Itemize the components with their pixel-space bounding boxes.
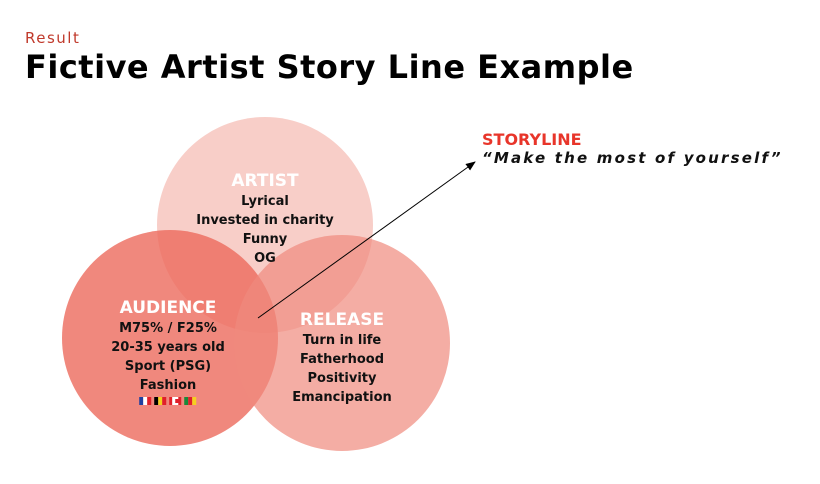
release-item: Fatherhood bbox=[299, 352, 384, 367]
flags-row bbox=[111, 397, 225, 405]
storyline-arrow bbox=[257, 161, 476, 319]
audience-item: Sport (PSG) bbox=[124, 359, 212, 374]
storyline-box: STORYLINE “Make the most of yourself” bbox=[482, 130, 783, 167]
release-label: RELEASE Turn in life Fatherhood Positivi… bbox=[292, 309, 392, 407]
artist-title: ARTIST bbox=[231, 171, 299, 191]
cameroon-flag-icon bbox=[184, 397, 197, 405]
release-circle bbox=[234, 235, 450, 451]
artist-item: Funny bbox=[242, 232, 288, 247]
release-title: RELEASE bbox=[299, 310, 385, 330]
france-flag-icon bbox=[139, 397, 152, 405]
audience-title: AUDIENCE bbox=[119, 298, 217, 318]
audience-item: 20-35 years old bbox=[111, 340, 225, 355]
audience-circle bbox=[62, 230, 278, 446]
artist-item: Lyrical bbox=[241, 194, 289, 209]
section-label: Result bbox=[25, 29, 81, 47]
release-item: Positivity bbox=[307, 371, 377, 386]
belgium-flag-icon bbox=[154, 397, 167, 405]
audience-item: M75% / F25% bbox=[119, 321, 217, 336]
release-item: Emancipation bbox=[292, 390, 392, 405]
release-item: Turn in life bbox=[302, 333, 382, 348]
audience-item: Fashion bbox=[139, 378, 197, 393]
page-title: Fictive Artist Story Line Example bbox=[25, 48, 634, 86]
storyline-title: STORYLINE bbox=[482, 130, 582, 149]
artist-item: Invested in charity bbox=[196, 213, 334, 228]
storyline-quote: “Make the most of yourself” bbox=[482, 149, 783, 167]
artist-label: ARTIST Lyrical Invested in charity Funny… bbox=[196, 170, 334, 268]
canada-flag-icon bbox=[169, 397, 182, 405]
audience-label: AUDIENCE M75% / F25% 20-35 years old Spo… bbox=[111, 297, 225, 405]
artist-item: OG bbox=[254, 251, 276, 266]
